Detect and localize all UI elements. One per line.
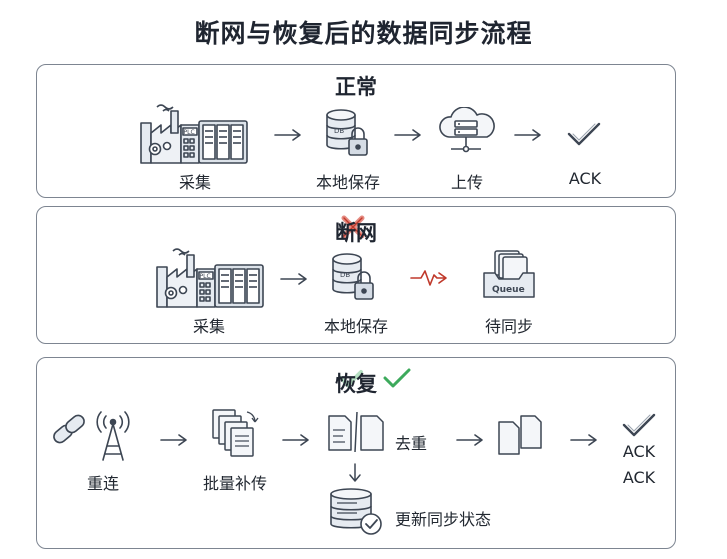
- database-lock-icon: [329, 251, 379, 307]
- normal-panel: 正常 采集 本地保存 上传 ACK: [36, 64, 676, 198]
- normal-title: 正常: [335, 75, 377, 99]
- database-check-icon: [327, 486, 387, 538]
- broken-signal-icon: [409, 267, 457, 289]
- step-collect: 采集: [192, 317, 226, 336]
- step-pending: 待同步: [484, 317, 534, 336]
- step-batch: 批量补传: [202, 474, 268, 493]
- check-icon: [619, 410, 659, 440]
- step-ack-2: ACK: [622, 468, 656, 487]
- offline-panel: 断网 采集 本地保存 Queue 待同步: [36, 206, 676, 344]
- step-collect: 采集: [178, 173, 212, 192]
- arrow-icon: [393, 127, 423, 146]
- step-upload: 上传: [450, 173, 484, 192]
- step-dedup: 去重: [395, 434, 428, 453]
- arrow-icon: [513, 127, 543, 146]
- arrow-icon: [279, 271, 309, 290]
- database-lock-icon: [323, 107, 373, 163]
- factory-plc-icon: [153, 245, 265, 309]
- queue-tray-icon: Queue: [481, 249, 537, 301]
- page-title: 断网与恢复后的数据同步流程: [194, 19, 533, 48]
- step-save: 本地保存: [315, 173, 381, 192]
- check-icon: [564, 119, 604, 149]
- green-check-icon: [337, 364, 413, 392]
- step-ack: ACK: [568, 169, 602, 188]
- factory-plc-icon: [137, 101, 249, 165]
- offline-title: 断网: [335, 221, 377, 245]
- red-x-icon: [339, 213, 367, 241]
- arrow-down-icon: [348, 462, 362, 484]
- arrow-icon: [569, 432, 599, 451]
- arrow-icon: [455, 432, 485, 451]
- recovery-title: 恢复: [335, 372, 377, 396]
- step-save: 本地保存: [323, 317, 389, 336]
- arrow-icon: [159, 432, 189, 451]
- cloud-server-icon: [435, 107, 499, 159]
- arrow-icon: [281, 432, 311, 451]
- document-split-icon: [327, 410, 387, 454]
- arrow-icon: [273, 127, 303, 146]
- svg-text:Queue: Queue: [492, 285, 525, 295]
- document-stack-icon: [207, 406, 261, 462]
- recovery-panel: 恢复 重连: [36, 357, 676, 549]
- link-antenna-icon: [49, 406, 139, 468]
- step-reconnect: 重连: [86, 474, 120, 493]
- step-update: 更新同步状态: [395, 510, 492, 529]
- step-ack-1: ACK: [622, 442, 656, 461]
- documents-icon: [497, 412, 547, 456]
